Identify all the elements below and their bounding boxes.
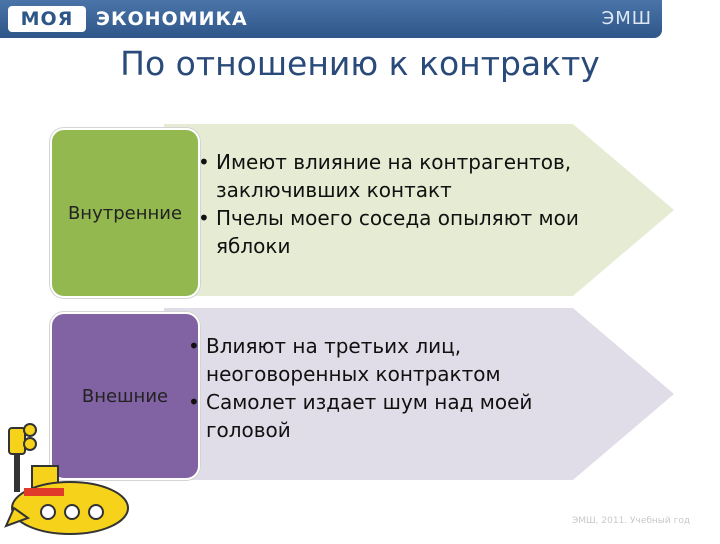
slide-title: По отношению к контракту (120, 44, 600, 83)
label-box-external: Внешние (50, 312, 200, 480)
footer-text: ЭМШ, 2011. Учебный год (572, 516, 691, 526)
header-bar: МОЯ ЭКОНОМИКА ЭМШ (0, 0, 662, 38)
label-external: Внешние (81, 385, 169, 407)
brand-right: ЭМШ (601, 8, 652, 29)
label-box-internal: Внутренние (50, 128, 200, 298)
bullet-item: Пчелы моего соседа опыляют мои яблоки (198, 204, 618, 260)
bullet-list-external: Влияют на третьих лиц, неоговоренных кон… (188, 332, 608, 444)
logo-text: ЭКОНОМИКА (96, 8, 248, 30)
bullet-item: Имеют влияние на контрагентов, заключивш… (198, 148, 618, 204)
bullet-item: Влияют на третьих лиц, неоговоренных кон… (188, 332, 608, 388)
label-internal: Внутренние (67, 202, 183, 224)
bullet-list-internal: Имеют влияние на контрагентов, заключивш… (198, 148, 618, 260)
logo-badge: МОЯ (8, 6, 86, 32)
yellow-submarine-icon (0, 408, 130, 540)
bullet-item: Самолет издает шум над моей головой (188, 388, 608, 444)
